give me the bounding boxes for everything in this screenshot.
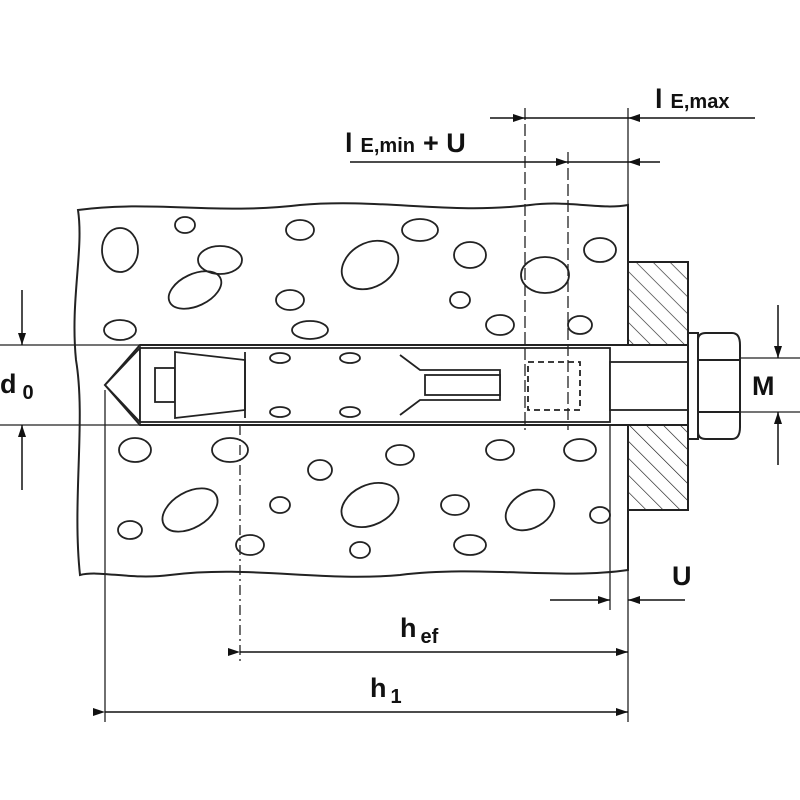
expansion-anchor xyxy=(103,345,611,425)
washer xyxy=(687,332,699,440)
bolt-shank xyxy=(609,361,699,411)
hex-nut xyxy=(697,332,741,440)
label-m: M xyxy=(752,371,775,401)
label-u: U xyxy=(672,561,692,591)
